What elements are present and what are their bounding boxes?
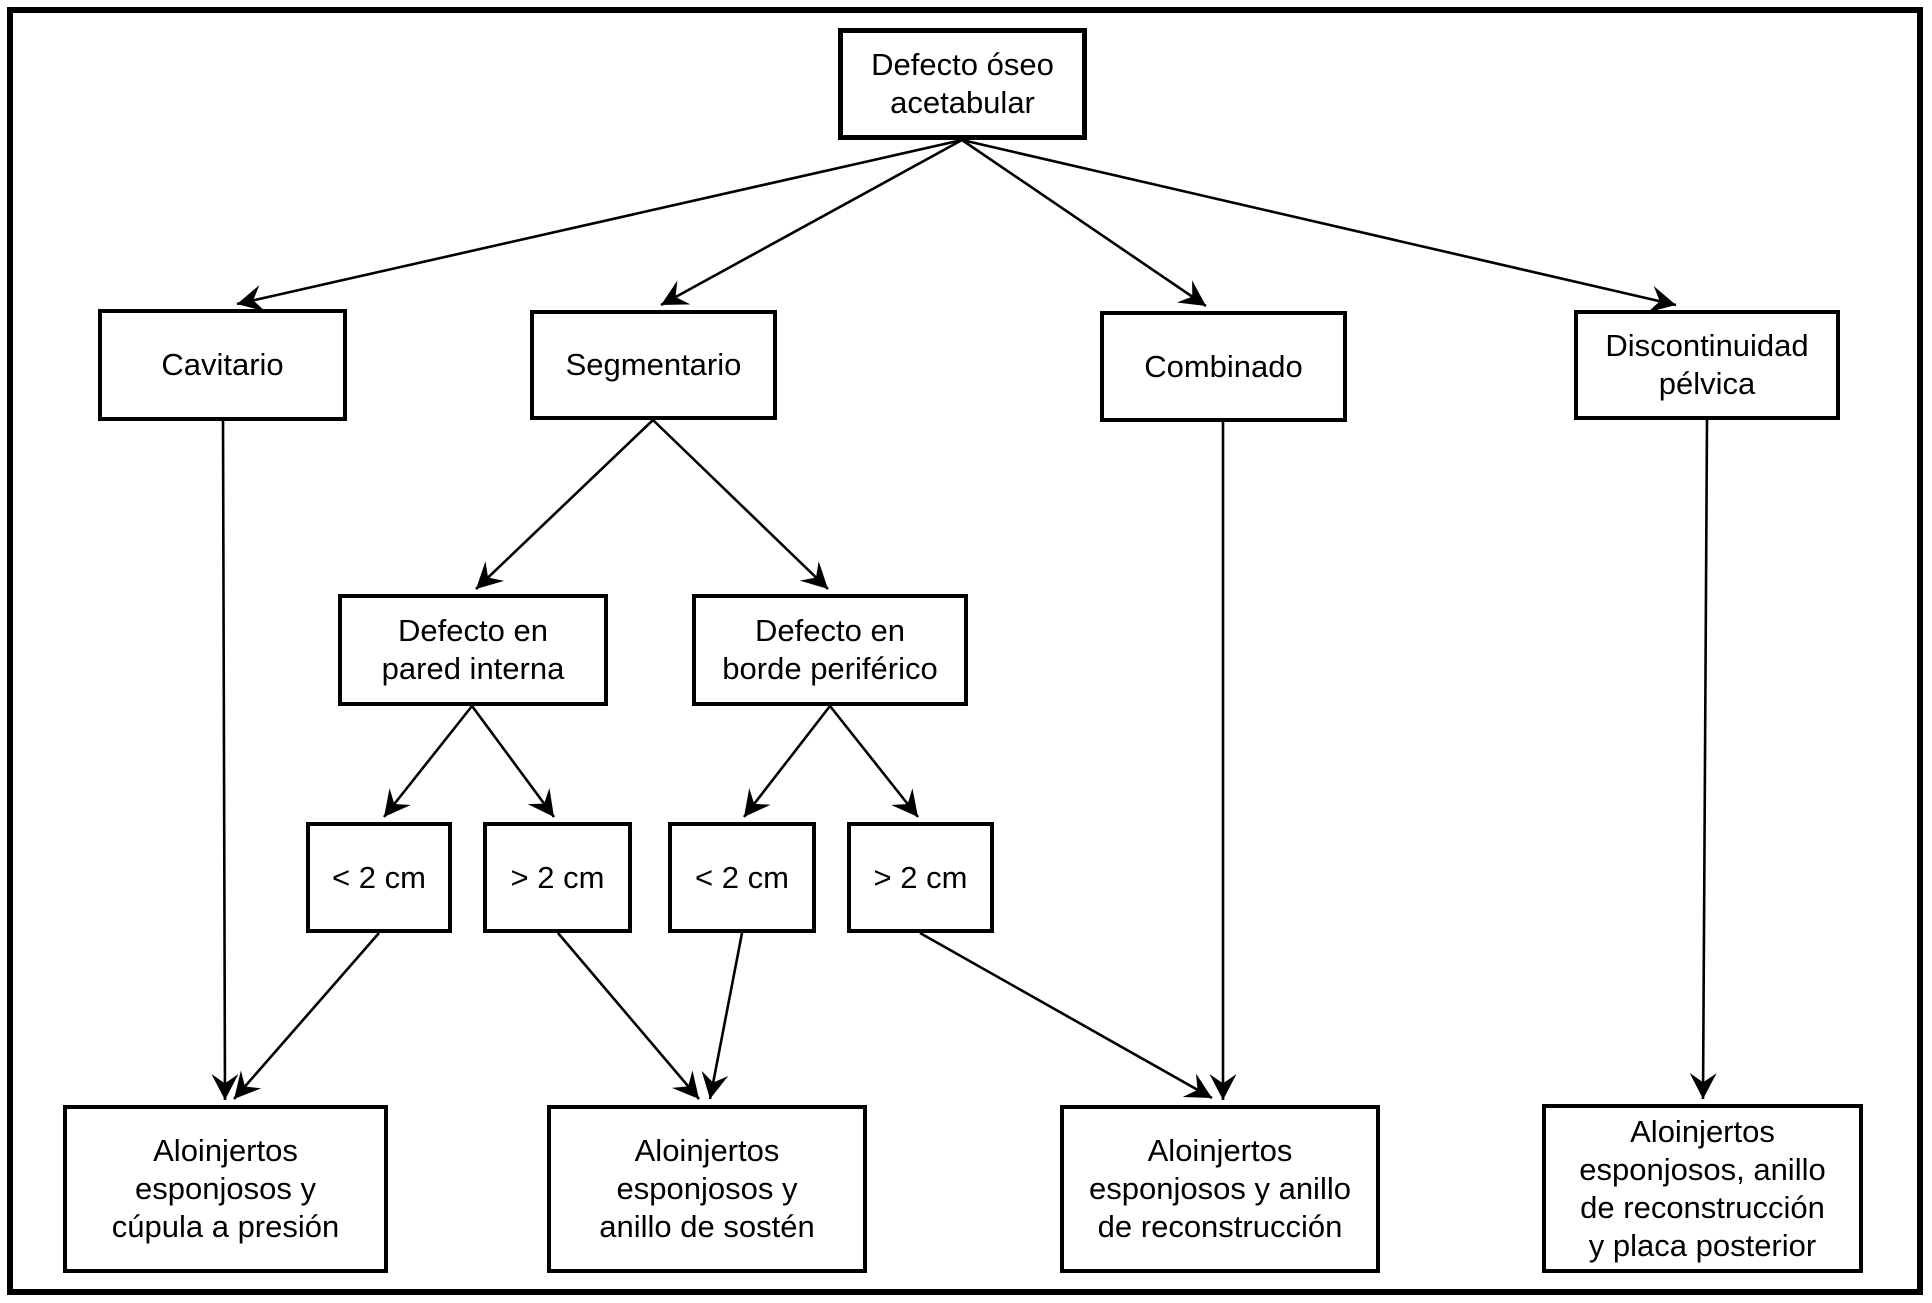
node-tx-placa-posterior-label-line: Aloinjertos bbox=[1630, 1113, 1775, 1149]
edge-mayor-2cm-interna-to-tx-anillo-sosten bbox=[557, 932, 700, 1100]
edge-defecto-pared-interna-to-menor-2cm-interna bbox=[382, 705, 474, 818]
node-combinado: Combinado bbox=[1100, 311, 1347, 422]
node-discontinuidad-pelvica-label-line: Discontinuidad bbox=[1605, 328, 1809, 363]
node-mayor-2cm-periferico: > 2 cm bbox=[847, 822, 994, 933]
node-defecto-pared-interna-label-line: pared interna bbox=[381, 651, 565, 686]
edge-discontinuidad-pelvica-to-tx-placa-posterior bbox=[1689, 419, 1717, 1100]
node-tx-anillo-reconstruccion-label-line: esponjosos y anillo bbox=[1089, 1171, 1351, 1206]
edge-defecto-oseo-acetabular-to-combinado bbox=[961, 138, 1207, 308]
edge-defecto-pared-interna-to-mayor-2cm-interna bbox=[470, 705, 556, 818]
node-defecto-borde-periferico-label-line: Defecto en bbox=[755, 613, 905, 648]
node-tx-anillo-reconstruccion-label-line: Aloinjertos bbox=[1147, 1133, 1293, 1168]
edge-defecto-oseo-acetabular-to-discontinuidad-pelvica bbox=[961, 138, 1677, 313]
edge-cavitario-to-tx-cupula-presion bbox=[211, 420, 239, 1101]
edge-segmentario-to-defecto-pared-interna bbox=[475, 419, 654, 590]
edge-defecto-borde-periferico-to-mayor-2cm-periferico bbox=[828, 705, 920, 818]
edge-defecto-oseo-acetabular-to-cavitario bbox=[236, 138, 963, 312]
edge-menor-2cm-periferico-to-tx-anillo-sosten bbox=[701, 932, 744, 1100]
node-mayor-2cm-interna-label-line: > 2 cm bbox=[510, 859, 605, 895]
node-tx-anillo-sosten-label-line: anillo de sostén bbox=[599, 1209, 815, 1244]
node-menor-2cm-periferico: < 2 cm bbox=[668, 822, 816, 933]
node-defecto-pared-interna-label-line: Defecto en bbox=[398, 613, 548, 648]
node-tx-cupula-presion-label-line: Aloinjertos bbox=[153, 1133, 298, 1168]
node-tx-placa-posterior-label-line: y placa posterior bbox=[1588, 1227, 1817, 1263]
node-cavitario-label-line: Cavitario bbox=[161, 347, 284, 382]
node-tx-placa-posterior-label-line: de reconstrucción bbox=[1580, 1189, 1825, 1225]
node-tx-cupula-presion-label-line: cúpula a presión bbox=[111, 1209, 340, 1244]
node-menor-2cm-interna: < 2 cm bbox=[306, 822, 452, 933]
node-combinado-label-line: Combinado bbox=[1144, 348, 1303, 384]
node-tx-placa-posterior-label-line: esponjosos, anillo bbox=[1579, 1151, 1826, 1187]
node-mayor-2cm-interna: > 2 cm bbox=[483, 822, 632, 933]
edge-defecto-oseo-acetabular-to-segmentario bbox=[660, 138, 963, 307]
edge-segmentario-to-defecto-borde-periferico bbox=[652, 419, 829, 590]
node-menor-2cm-interna-label-line: < 2 cm bbox=[332, 859, 426, 895]
node-defecto-oseo-acetabular-label-line: Defecto óseo bbox=[871, 47, 1054, 82]
node-defecto-borde-periferico-label-line: borde periférico bbox=[722, 651, 938, 686]
node-mayor-2cm-periferico-label-line: > 2 cm bbox=[873, 859, 968, 895]
node-segmentario-label-line: Segmentario bbox=[565, 347, 742, 382]
node-menor-2cm-periferico-label-line: < 2 cm bbox=[695, 859, 789, 895]
node-defecto-oseo-acetabular-label-line: acetabular bbox=[890, 85, 1035, 120]
edge-defecto-borde-periferico-to-menor-2cm-periferico bbox=[742, 705, 832, 818]
node-tx-cupula-presion-label-line: esponjosos y bbox=[135, 1171, 316, 1206]
node-tx-anillo-sosten-label-line: Aloinjertos bbox=[634, 1133, 780, 1168]
node-tx-anillo-sosten-label-line: esponjosos y bbox=[616, 1171, 798, 1206]
edge-mayor-2cm-periferico-to-tx-anillo-reconstruccion bbox=[919, 931, 1213, 1100]
node-segmentario: Segmentario bbox=[530, 310, 777, 420]
node-tx-anillo-reconstruccion-label-line: de reconstrucción bbox=[1097, 1209, 1343, 1244]
node-discontinuidad-pelvica-label-line: pélvica bbox=[1658, 366, 1756, 401]
node-cavitario: Cavitario bbox=[98, 309, 347, 421]
edge-menor-2cm-interna-to-tx-cupula-presion bbox=[233, 932, 380, 1100]
